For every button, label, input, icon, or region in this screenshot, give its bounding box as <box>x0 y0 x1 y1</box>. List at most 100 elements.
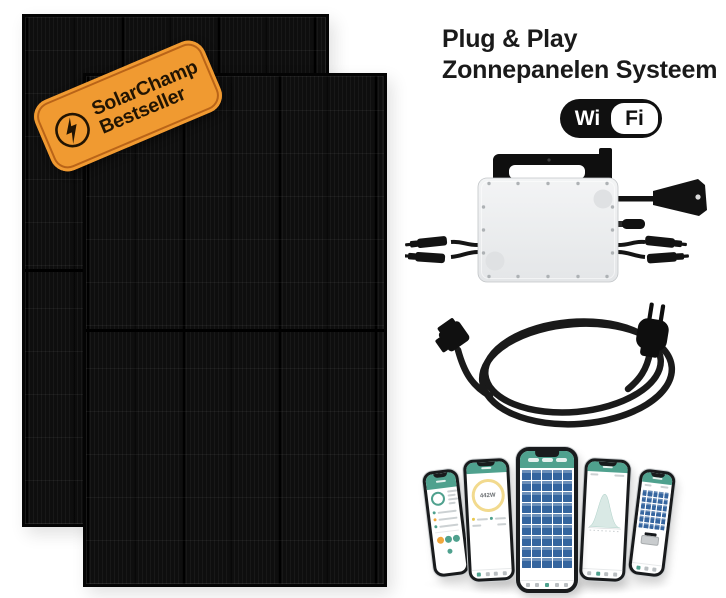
production-curve <box>584 477 628 548</box>
panel-tile <box>562 536 572 546</box>
panel-tile <box>542 536 552 546</box>
phone-panel-grid <box>516 447 578 593</box>
panel-tile <box>522 470 532 480</box>
ring-gauge <box>430 490 446 507</box>
panel-tile <box>532 503 542 513</box>
bestseller-badge: SolarChamp Bestseller <box>28 35 228 177</box>
panel-tile <box>562 525 572 535</box>
panel-tile <box>522 558 532 568</box>
app-action-button <box>452 534 460 543</box>
app-screen-chart <box>581 461 629 579</box>
app-screen-gauge: 442W <box>465 461 513 579</box>
panel-tile <box>552 514 562 524</box>
panel-tile <box>542 492 552 502</box>
phone-production-chart <box>578 457 632 583</box>
panel-tile <box>659 524 665 531</box>
panel-tile <box>542 514 552 524</box>
panel-tile <box>642 489 648 496</box>
panel-tile <box>643 522 649 529</box>
schuko-plug <box>636 302 669 358</box>
panel-tile <box>639 509 645 516</box>
power-cable-graphic <box>435 302 676 428</box>
panel-tile <box>532 558 542 568</box>
panel-tile <box>644 516 650 523</box>
app-nav-bar <box>471 567 513 579</box>
panel-tile <box>522 536 532 546</box>
solar-panel-front <box>83 73 387 587</box>
panel-tile <box>522 547 532 557</box>
panel-tile <box>562 558 572 568</box>
solar-panel-grid <box>636 487 672 533</box>
app-screen-overview <box>631 471 673 575</box>
app-nav-bar <box>520 580 574 589</box>
panel-tile <box>532 547 542 557</box>
panel-tile <box>522 492 532 502</box>
home-button <box>446 548 453 555</box>
panel-tile <box>552 547 562 557</box>
power-cable <box>424 292 724 437</box>
panel-tile <box>542 503 552 513</box>
panel-tile <box>661 511 667 518</box>
panel-tile <box>532 481 542 491</box>
panel-tile <box>552 492 562 502</box>
panel-tile <box>652 497 658 504</box>
cable-connector <box>435 318 470 353</box>
lightning-bolt-icon <box>48 105 97 154</box>
panel-tile <box>650 510 656 517</box>
panel-tile <box>646 503 652 510</box>
headline: Plug & Play Zonnepanelen Systeem <box>442 24 717 86</box>
micro-inverter <box>403 142 715 287</box>
app-screen-dashboard <box>425 471 467 575</box>
panel-tile <box>532 525 542 535</box>
panel-tile <box>562 470 572 480</box>
inverter-thumbnail <box>634 531 665 546</box>
panel-tile <box>641 496 647 503</box>
panel-tile <box>656 504 662 511</box>
panel-tile <box>532 470 542 480</box>
panel-tile <box>542 481 552 491</box>
panel-tile <box>653 490 659 497</box>
panel-tile <box>562 547 572 557</box>
power-value: 442W <box>479 492 496 499</box>
panel-tile <box>562 481 572 491</box>
app-nav-bar <box>631 561 662 575</box>
panel-tile <box>542 470 552 480</box>
panel-tile <box>640 502 646 509</box>
wifi-logo: Wi Fi <box>560 99 662 138</box>
panel-tile <box>522 525 532 535</box>
panel-tile <box>639 515 645 522</box>
panel-tile <box>657 498 663 505</box>
panel-tile <box>552 481 562 491</box>
panel-tile <box>638 521 644 528</box>
panel-tile <box>646 496 652 503</box>
panel-tile <box>651 503 657 510</box>
app-phones: 442W <box>416 444 686 598</box>
panel-tile <box>562 492 572 502</box>
panel-tile <box>663 492 669 499</box>
solar-panel-grid <box>520 468 574 570</box>
app-action-button <box>436 536 444 545</box>
panel-tile <box>532 514 542 524</box>
panel-tile <box>654 523 660 530</box>
headline-line1: Plug & Play <box>442 25 578 53</box>
panel-tile <box>532 536 542 546</box>
panel-tile <box>542 525 552 535</box>
panel-tile <box>645 509 651 516</box>
panel-tile <box>552 503 562 513</box>
phone-dashboard <box>421 468 471 578</box>
phone-notch <box>535 451 559 457</box>
panel-tile <box>522 503 532 513</box>
panel-tile <box>662 505 668 512</box>
power-gauge: 442W <box>470 478 506 513</box>
dc-cables-right <box>617 235 689 264</box>
inverter-body <box>477 177 619 283</box>
panel-tile <box>532 492 542 502</box>
panel-tile <box>655 517 661 524</box>
micro-inverter-graphic <box>403 148 707 283</box>
panel-tile <box>658 491 664 498</box>
app-header <box>520 451 574 468</box>
app-action-button <box>444 535 452 544</box>
antenna-stub <box>617 219 645 229</box>
panel-tile <box>552 536 562 546</box>
